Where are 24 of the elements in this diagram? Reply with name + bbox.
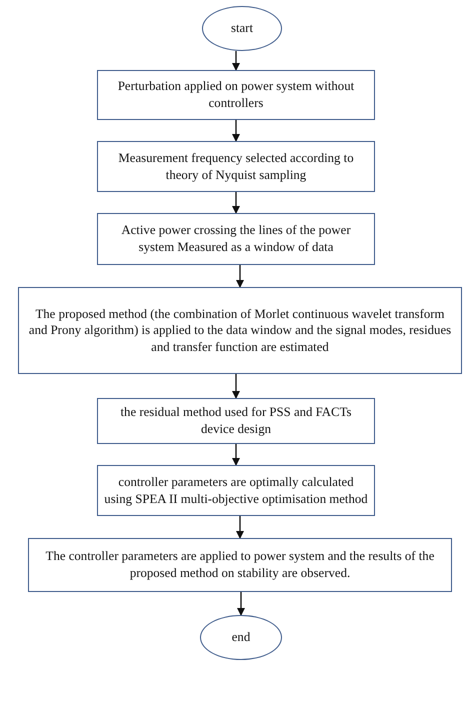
process-box xyxy=(97,398,375,444)
arrow xyxy=(232,51,240,71)
arrow xyxy=(236,265,244,288)
process-box xyxy=(97,141,375,192)
step-text: Active power crossing the lines of the power system Measured as a window of data xyxy=(120,222,352,256)
step-text: The proposed method (the combination of Morlet continuous wavelet transform and Prony algorithm) is applied to the data window and the signal modes, residues and transfer function are estimated xyxy=(28,306,452,356)
arrow xyxy=(232,374,240,399)
step-text: the residual method used for PSS and FACTs device design xyxy=(120,404,352,438)
arrow xyxy=(232,120,240,142)
arrow xyxy=(236,516,244,539)
process-box xyxy=(18,287,462,374)
arrow xyxy=(237,592,245,616)
process-box xyxy=(97,213,375,265)
process-box xyxy=(97,70,375,120)
process-box xyxy=(97,465,375,516)
step-text: Measurement frequency selected according to theory of Nyquist sampling xyxy=(117,150,355,184)
arrow xyxy=(232,192,240,214)
terminal-label: end xyxy=(232,629,250,646)
terminal-label: start xyxy=(230,20,254,37)
process-box xyxy=(28,538,452,592)
step-text: The controller parameters are applied to power system and the results of the proposed method on stability are observed. xyxy=(44,548,436,582)
step-text: controller parameters are optimally calculated using SPEA II multi-objective optimisation method xyxy=(104,474,368,508)
arrow xyxy=(232,444,240,466)
step-text: Perturbation applied on power system without controllers xyxy=(116,78,356,112)
